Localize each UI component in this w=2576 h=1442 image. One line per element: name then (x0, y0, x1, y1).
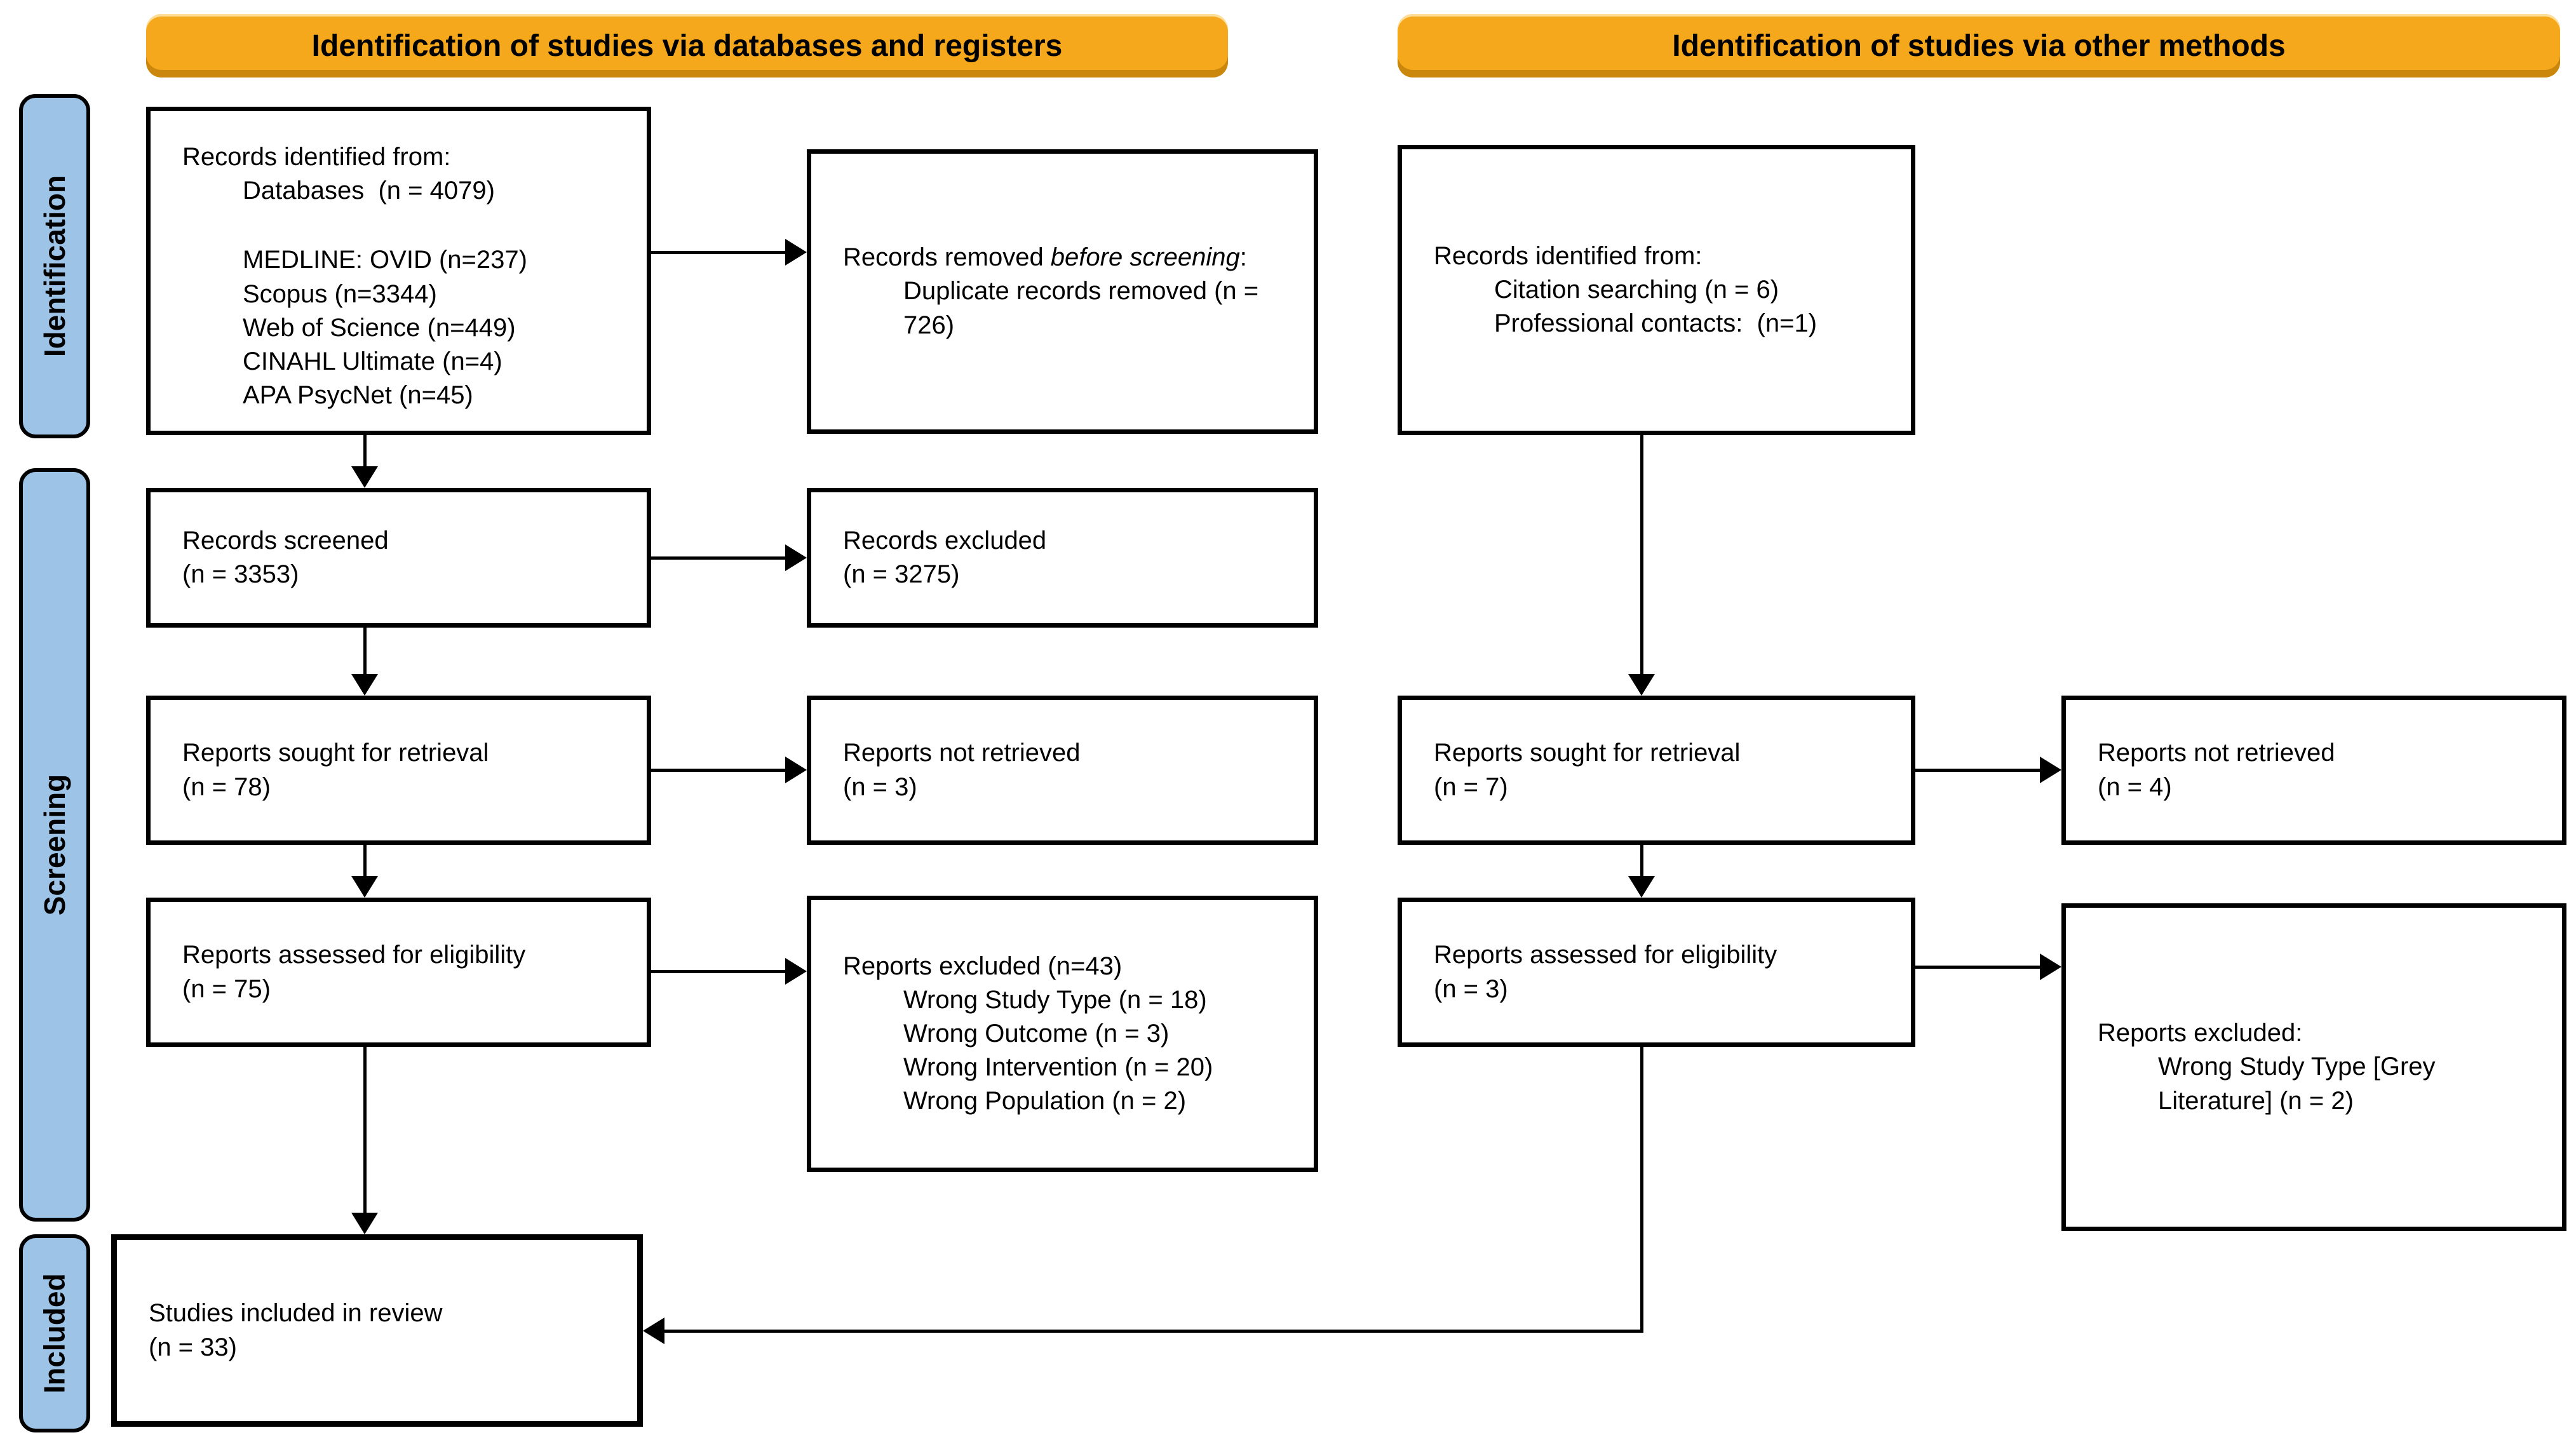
box-reports-sought-other: Reports sought for retrieval (n = 7) (1398, 696, 1915, 845)
box-title: Reports assessed for eligibility (182, 941, 526, 969)
stage-identification-label: Identification (38, 175, 72, 358)
connector-other-to-included (663, 1330, 1643, 1333)
stage-included-label: Included (38, 1273, 71, 1394)
arrowhead-down-icon (351, 674, 378, 696)
arrowhead-right-icon (785, 958, 807, 985)
connector-other-sought-to-not-retrieved (1915, 769, 2041, 772)
reason-wrong-study-type: Wrong Study Type (n = 18) (903, 985, 1207, 1014)
box-title: Records screened (182, 526, 389, 555)
title-prefix: Records removed (843, 243, 1051, 272)
box-reports-assessed-other: Reports assessed for eligibility (n = 3) (1398, 898, 1915, 1047)
box-reports-not-retrieved-databases: Reports not retrieved (n = 3) (807, 696, 1318, 845)
box-title: Reports excluded (n=43) (843, 952, 1123, 980)
arrowhead-down-icon (351, 466, 378, 488)
databases-total: Databases (n = 4079) (243, 177, 495, 205)
banner-databases-registers: Identification of studies via databases … (146, 14, 1228, 77)
box-records-identified-other: Records identified from: Citation search… (1398, 145, 1915, 435)
source-apa-psycnet: APA PsycNet (n=45) (243, 381, 473, 410)
connector-sought-to-not-retrieved (651, 769, 786, 772)
box-title: Reports assessed for eligibility (1434, 941, 1777, 969)
connector-other-assessed-down (1640, 1047, 1643, 1333)
stage-screening-label: Screening (38, 774, 72, 916)
reason-wrong-outcome: Wrong Outcome (n = 3) (903, 1019, 1170, 1048)
source-scopus: Scopus (n=3344) (243, 280, 437, 308)
box-reports-excluded-other: Reports excluded: Wrong Study Type [Grey… (2061, 903, 2566, 1231)
box-studies-included: Studies included in review (n = 33) (111, 1234, 643, 1427)
spacer (182, 208, 629, 243)
box-title: Reports not retrieved (2098, 739, 2335, 767)
box-records-removed: Records removed before screening: Duplic… (807, 149, 1318, 434)
box-title: Records removed before screening: (843, 241, 1296, 274)
reason-wrong-intervention: Wrong Intervention (n = 20) (903, 1053, 1213, 1082)
connector-other-identified-to-sought (1640, 434, 1643, 675)
connector-identified-to-removed (651, 251, 786, 254)
connector-assessed-to-included (363, 1046, 367, 1214)
count-line: (n = 3275) (843, 560, 960, 588)
arrowhead-right-icon (2040, 953, 2061, 980)
box-title: Records identified from: (182, 143, 451, 171)
arrowhead-right-icon (785, 544, 807, 571)
citation-searching: Citation searching (n = 6) (1494, 275, 1779, 304)
reason-wrong-population: Wrong Population (n = 2) (903, 1087, 1187, 1115)
reason-grey-literature: Wrong Study Type [Grey Literature] (n = … (2158, 1053, 2443, 1115)
arrowhead-right-icon (785, 239, 807, 266)
stage-screening: Screening (19, 468, 90, 1222)
stage-identification: Identification (19, 94, 90, 438)
box-title: Reports sought for retrieval (182, 739, 489, 767)
arrowhead-down-icon (351, 1213, 378, 1234)
connector-identified-to-screened (363, 434, 367, 468)
box-reports-not-retrieved-other: Reports not retrieved (n = 4) (2061, 696, 2566, 845)
count-line: (n = 4) (2098, 772, 2172, 801)
stage-included: Included (19, 1234, 90, 1432)
arrowhead-right-icon (785, 757, 807, 783)
duplicates-removed: Duplicate records removed (n = 726) (903, 277, 1266, 339)
arrowhead-left-icon (643, 1317, 664, 1344)
banner-other-methods: Identification of studies via other meth… (1398, 14, 2560, 77)
connector-assessed-to-excluded (651, 970, 786, 973)
box-records-excluded: Records excluded (n = 3275) (807, 488, 1318, 628)
box-title: Records identified from: (1434, 241, 1703, 270)
connector-sought-to-assessed (363, 844, 367, 877)
arrowhead-right-icon (2040, 757, 2061, 783)
connector-other-sought-to-assessed (1640, 844, 1643, 877)
count-line: (n = 7) (1434, 772, 1508, 801)
count-line: (n = 78) (182, 772, 271, 801)
connector-screened-to-excluded (651, 556, 786, 560)
connector-screened-to-sought (363, 626, 367, 675)
box-title: Reports excluded: (2098, 1019, 2303, 1048)
count-line: (n = 33) (149, 1333, 237, 1361)
count-line: (n = 3) (1434, 974, 1508, 1003)
box-reports-excluded-databases: Reports excluded (n=43) Wrong Study Type… (807, 896, 1318, 1172)
source-medline: MEDLINE: OVID (n=237) (243, 246, 527, 274)
arrowhead-down-icon (351, 876, 378, 898)
source-web-of-science: Web of Science (n=449) (243, 313, 516, 342)
box-records-screened: Records screened (n = 3353) (146, 488, 651, 628)
title-suffix: : (1239, 243, 1247, 272)
count-line: (n = 3353) (182, 560, 299, 588)
box-title: Studies included in review (149, 1299, 443, 1328)
count-line: (n = 3) (843, 772, 917, 801)
banner-databases-label: Identification of studies via databases … (311, 29, 1063, 63)
box-title: Reports sought for retrieval (1434, 739, 1741, 767)
box-title: Reports not retrieved (843, 739, 1081, 767)
box-records-identified-databases: Records identified from: Databases (n = … (146, 107, 651, 435)
professional-contacts: Professional contacts: (n=1) (1494, 309, 1817, 338)
arrowhead-down-icon (1628, 876, 1655, 898)
source-cinahl: CINAHL Ultimate (n=4) (243, 347, 502, 375)
box-title: Records excluded (843, 526, 1047, 555)
box-reports-sought-databases: Reports sought for retrieval (n = 78) (146, 696, 651, 845)
title-italic: before screening (1050, 243, 1240, 272)
box-reports-assessed-databases: Reports assessed for eligibility (n = 75… (146, 898, 651, 1047)
banner-other-label: Identification of studies via other meth… (1672, 29, 2286, 63)
connector-other-assessed-to-excluded (1915, 966, 2041, 969)
count-line: (n = 75) (182, 974, 271, 1003)
arrowhead-down-icon (1628, 674, 1655, 696)
